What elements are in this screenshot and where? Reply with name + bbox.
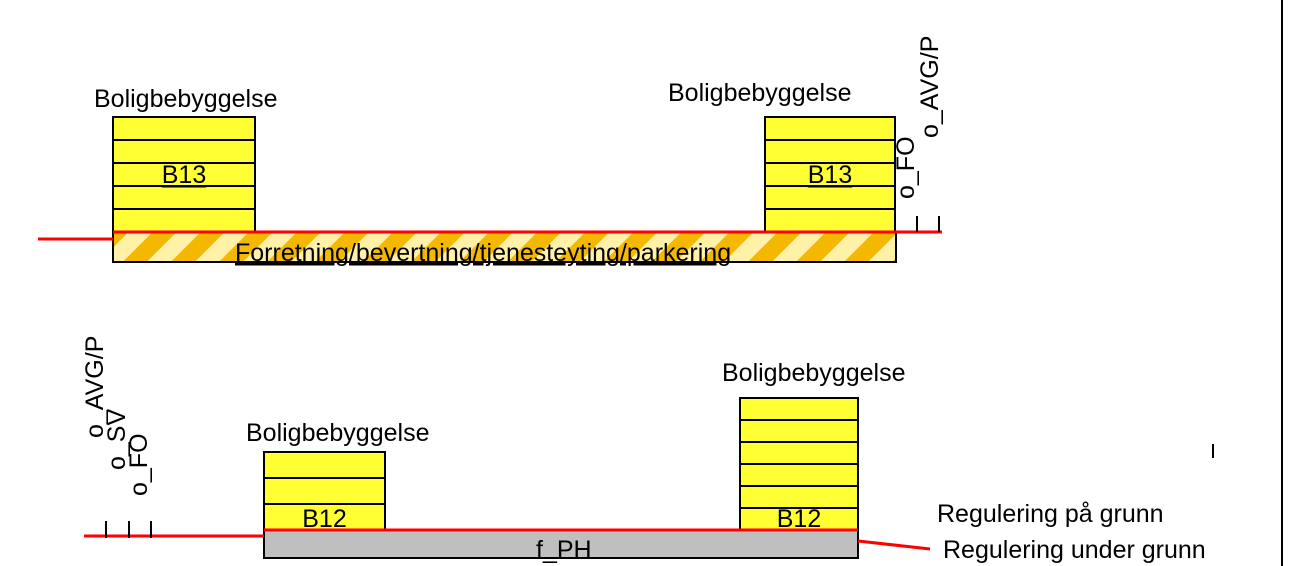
bottom-underground-label: f_PH — [536, 536, 592, 564]
bottom-vertical-label-sv: o_SV — [103, 409, 131, 470]
top-left-building: B13 — [112, 116, 256, 233]
legend-under-ground: Regulering under grunn — [943, 536, 1206, 564]
bottom-vertical-label-fo: o_FO — [125, 433, 153, 496]
bottom-left-building-use-label: Boligbebyggelse — [246, 419, 429, 447]
building-code-label: B12 — [777, 505, 821, 533]
legend-on-ground: Regulering på grunn — [937, 500, 1164, 528]
top-podium-label: Forretning/bevertning/tjenesteyting/park… — [235, 239, 731, 267]
bottom-left-building: B12 — [263, 451, 386, 533]
bottom-ground-line-right — [857, 539, 931, 551]
top-vertical-label-avg: o_AVG/P — [916, 36, 944, 138]
bottom-right-building: B12 — [739, 397, 859, 533]
bottom-right-building-use-label: Boligbebyggelse — [722, 359, 905, 387]
bottom-vertical-label-avg: o_AVG/P — [81, 336, 109, 438]
top-right-building-use-label: Boligbebyggelse — [668, 79, 851, 107]
legend: Regulering på grunn Regulering under gru… — [937, 500, 1206, 564]
top-left-building-use-label: Boligbebyggelse — [94, 85, 277, 113]
top-section: Boligbebyggelse Boligbebyggelse B13 B13 … — [38, 36, 944, 267]
top-vertical-label-fo: o_FO — [892, 136, 920, 199]
building-body — [263, 451, 386, 531]
bottom-underground-zone — [263, 529, 859, 559]
top-right-building: B13 — [764, 116, 896, 233]
building-code-label: B13 — [808, 161, 852, 189]
building-code-label: B12 — [302, 505, 346, 533]
building-code-label: B13 — [162, 161, 206, 189]
bottom-section: Boligbebyggelse Boligbebyggelse B12 B12 … — [81, 336, 1214, 564]
